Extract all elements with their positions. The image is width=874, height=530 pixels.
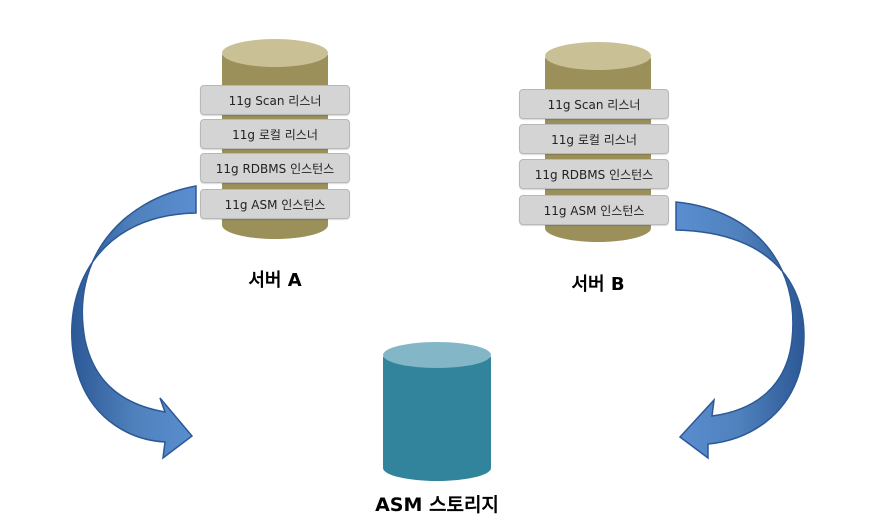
server-b-instance-scan-listener: 11g Scan 리스너 — [519, 89, 669, 119]
server-b-instance-rdbms: 11g RDBMS 인스턴스 — [519, 159, 669, 189]
server-a-instance-rdbms: 11g RDBMS 인스턴스 — [200, 153, 350, 183]
server-b-instance-local-listener: 11g 로컬 리스너 — [519, 124, 669, 154]
left-curved-arrow — [71, 185, 197, 460]
server-a-instance-asm: 11g ASM 인스턴스 — [200, 189, 350, 219]
storage-label: ASM 스토리지 — [375, 494, 499, 516]
server-a-label: 서버 A — [248, 270, 302, 291]
server-a-instance-local-listener: 11g 로컬 리스너 — [200, 119, 350, 149]
storage-cylinder — [383, 342, 491, 481]
right-curved-arrow — [675, 201, 805, 460]
server-b-instance-asm: 11g ASM 인스턴스 — [519, 195, 669, 225]
server-a-instance-scan-listener: 11g Scan 리스너 — [200, 85, 350, 115]
server-b-label: 서버 B — [571, 274, 625, 295]
